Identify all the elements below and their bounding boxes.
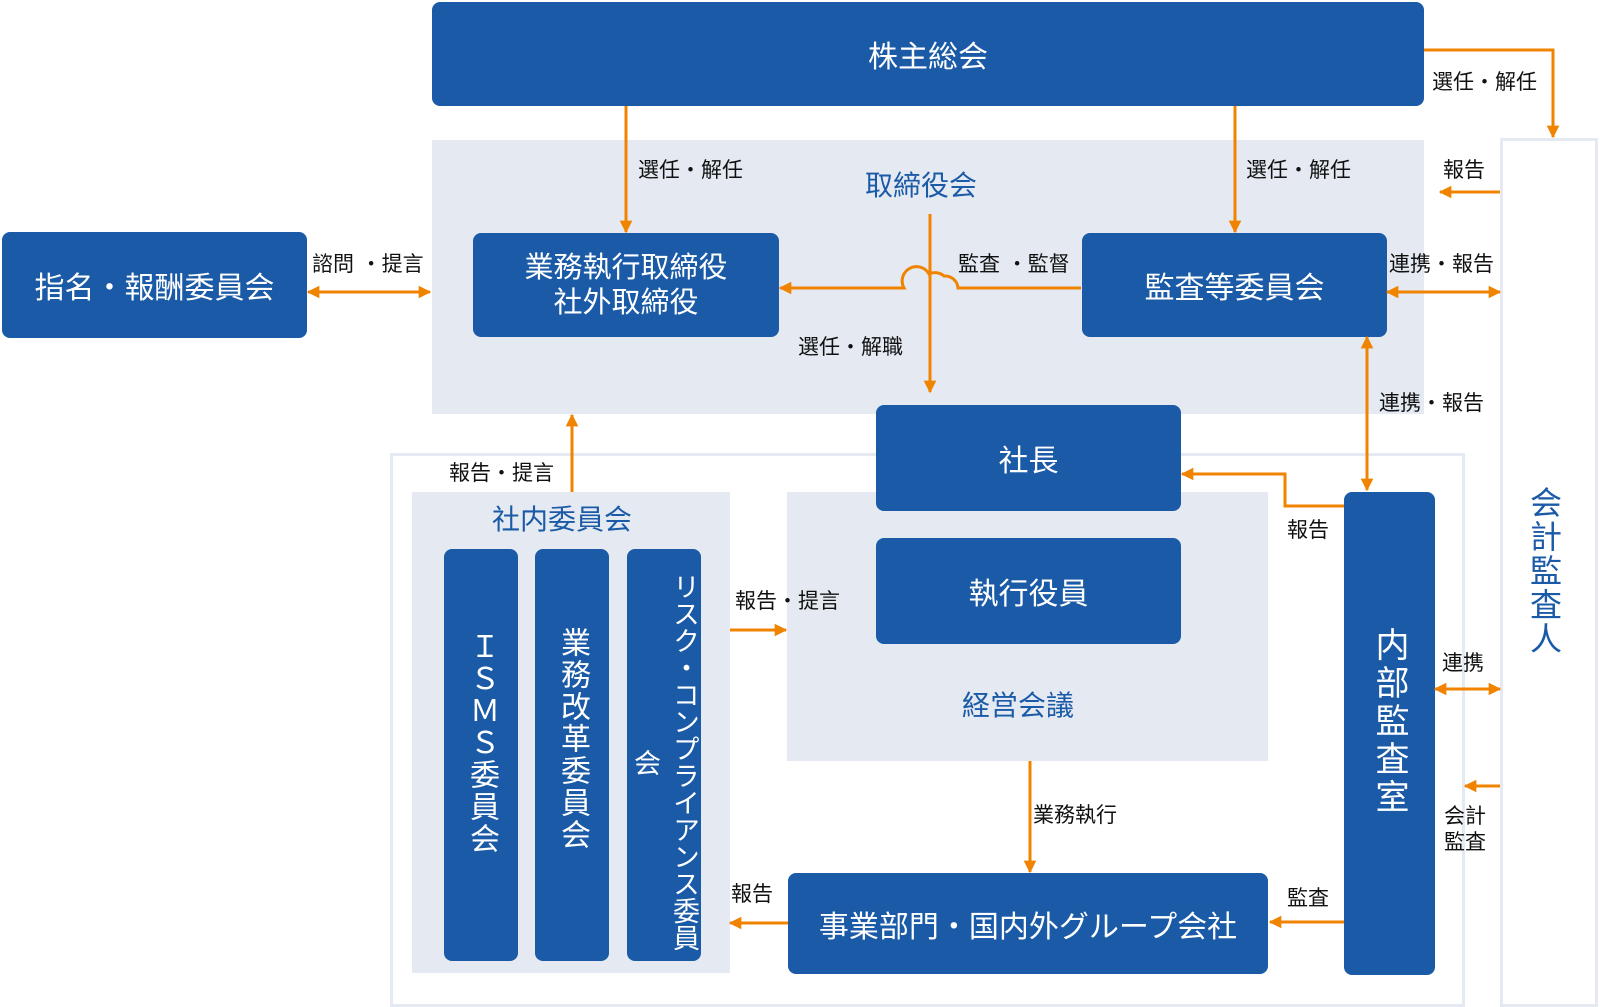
internal-audit-label: 内部監査室 [1369, 626, 1409, 817]
label-auditor-report-board: 報告 [1443, 158, 1485, 182]
nomination-committee-box[interactable]: 指名・報酬委員会 [2, 232, 307, 338]
executive-officers-box[interactable]: 執行役員 [876, 538, 1181, 644]
outside-directors-label: 社外取締役 [553, 285, 699, 319]
label-audit-supervise: 監査 ・監督 [958, 252, 1070, 276]
accounting-auditor-frame [1500, 138, 1598, 1007]
executive-directors-label: 業務執行取締役 [524, 250, 728, 285]
shareholders-meeting-label: 株主総会 [868, 40, 988, 75]
label-gm-to-directors: 選任・解任 [638, 158, 743, 182]
business-units-label: 事業部門・国内外グループ会社 [818, 909, 1238, 945]
label-gm-to-audit-committee: 選任・解任 [1246, 158, 1351, 182]
nomination-committee-label: 指名・報酬委員会 [34, 271, 275, 306]
risk-compliance-committee-box[interactable]: リスク・コンプライアンス委員会 [627, 549, 701, 961]
label-business-report: 報告 [731, 882, 773, 906]
label-consult-propose: 諮問 ・提言 [312, 252, 424, 276]
board-of-directors-title: 取締役会 [865, 169, 978, 202]
label-gm-to-auditor: 選任・解任 [1432, 70, 1537, 94]
label-committees-to-management: 報告・提言 [735, 589, 840, 613]
business-reform-committee-label: 業務改革委員会 [555, 627, 590, 851]
audit-committee-label: 監査等委員会 [1144, 271, 1325, 306]
label-audit-committee-auditor: 連携・報告 [1389, 252, 1494, 276]
shareholders-meeting-box[interactable]: 株主総会 [432, 2, 1424, 106]
accounting-auditor-title: 会計監査人 [1525, 486, 1563, 656]
label-accounting-audit-line2: 監査 [1444, 830, 1486, 854]
business-units-box[interactable]: 事業部門・国内外グループ会社 [788, 873, 1268, 974]
label-accounting-audit-line1: 会計 [1444, 804, 1486, 828]
executive-officers-label: 執行役員 [968, 577, 1089, 612]
label-appoint-president: 選任・解職 [798, 335, 903, 359]
isms-committee-label: ＩＳＭＳ委員会 [464, 631, 499, 855]
internal-audit-box[interactable]: 内部監査室 [1344, 492, 1435, 975]
label-internal-auditor-link: 連携 [1442, 651, 1484, 675]
business-reform-committee-box[interactable]: 業務改革委員会 [535, 549, 609, 961]
directors-box[interactable]: 業務執行取締役 社外取締役 [473, 233, 779, 337]
audit-committee-box[interactable]: 監査等委員会 [1082, 233, 1387, 337]
president-box[interactable]: 社長 [876, 405, 1181, 511]
president-label: 社長 [998, 444, 1059, 479]
label-committees-to-board: 報告・提言 [449, 461, 554, 485]
internal-committees-title: 社内委員会 [492, 503, 633, 536]
risk-compliance-committee-label: リスク・コンプライアンス委員会 [629, 573, 699, 951]
label-audit-committee-internal: 連携・報告 [1379, 391, 1484, 415]
isms-committee-box[interactable]: ＩＳＭＳ委員会 [444, 549, 518, 961]
label-internal-to-president: 報告 [1287, 518, 1329, 542]
label-internal-audit-business: 監査 [1287, 886, 1329, 910]
management-meeting-title: 経営会議 [962, 689, 1075, 722]
label-business-execution: 業務執行 [1033, 803, 1117, 827]
